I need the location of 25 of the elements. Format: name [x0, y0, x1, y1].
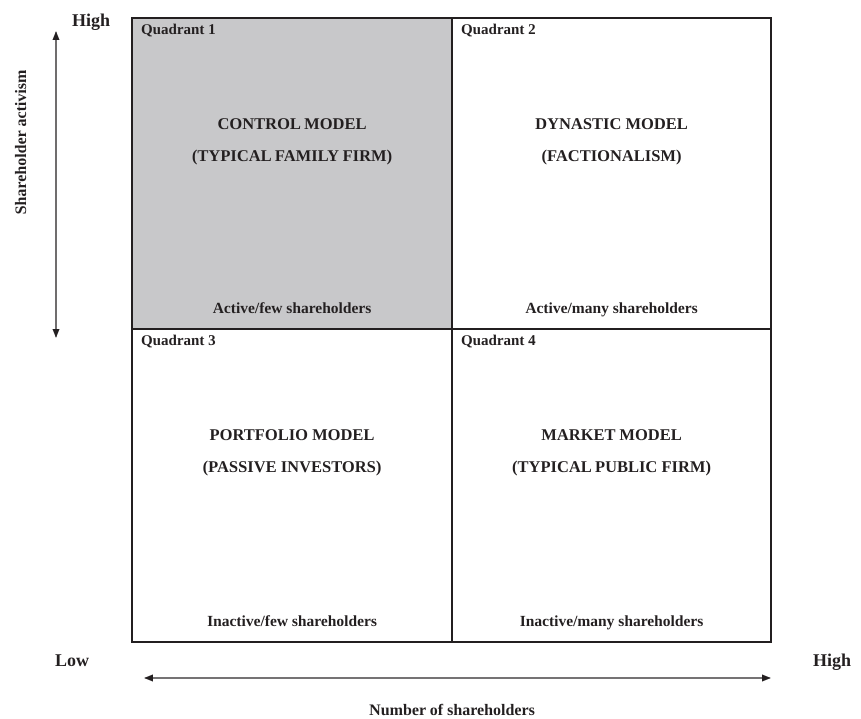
quadrant-label: Quadrant 1: [141, 22, 216, 39]
model-subtitle: (TYPICAL PUBLIC FIRM): [512, 457, 711, 477]
quadrant-box: [451, 328, 772, 643]
quadrant-label: Quadrant 2: [461, 22, 536, 39]
quadrant-label: Quadrant 3: [141, 333, 216, 350]
quadrant-box: [131, 328, 453, 643]
quadrant-box: [451, 17, 772, 330]
quadrant-caption: Inactive/many shareholders: [520, 613, 704, 631]
model-title: CONTROL MODEL: [218, 114, 366, 134]
quadrant-caption: Inactive/few shareholders: [207, 613, 377, 631]
axis-title: Number of shareholders: [369, 702, 535, 719]
quadrant-box: [131, 17, 453, 330]
model-subtitle: (TYPICAL FAMILY FIRM): [192, 146, 392, 166]
model-subtitle: (FACTIONALISM): [542, 146, 682, 166]
axis-end-label: High: [813, 650, 852, 671]
model-title: MARKET MODEL: [541, 425, 682, 445]
model-title: PORTFOLIO MODEL: [210, 425, 374, 445]
axis-end-label: High: [72, 10, 110, 31]
quadrant-caption: Active/many shareholders: [525, 300, 698, 318]
model-title: DYNASTIC MODEL: [535, 114, 688, 134]
axis-end-label: Low: [55, 650, 90, 671]
model-subtitle: (PASSIVE INVESTORS): [202, 457, 382, 477]
quadrant-caption: Active/few shareholders: [212, 300, 372, 318]
quadrant-label: Quadrant 4: [461, 333, 536, 350]
axis-title: Shareholder activism: [13, 70, 31, 214]
